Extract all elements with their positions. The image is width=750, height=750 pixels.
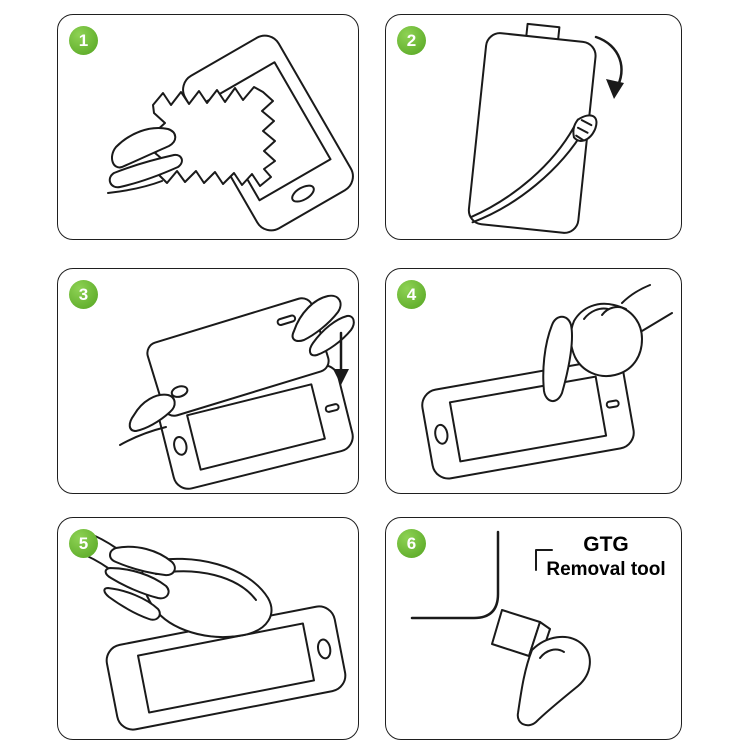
step-1-badge: 1 [69,26,98,55]
step-4-number: 4 [406,285,417,304]
step-6-panel: 6 GTG Removal tool [385,517,682,740]
step-6-number: 6 [406,534,417,553]
step-5-panel: 5 [57,517,359,740]
glass-protector-icon [146,297,330,417]
step-2-panel: 2 [385,14,682,240]
glass-corner-icon [410,530,500,620]
hand-left-icon [119,393,176,446]
step-3-number: 3 [78,285,89,304]
film-icon [141,557,273,638]
hand-icon [542,284,673,402]
removal-tool-label-line1: GTG [583,533,629,556]
step-3-illustration [119,294,355,490]
step-5-badge: 5 [69,529,98,558]
step-2-illustration [467,22,624,234]
step-1-illustration [107,34,354,232]
step-5-illustration [77,531,347,731]
peel-arrow-icon [594,35,624,99]
step-1-number: 1 [78,31,89,50]
protector-sheet-icon [467,22,598,234]
step-3-panel: 3 [57,268,359,494]
step-3-badge: 3 [69,280,98,309]
hand-icon [77,531,176,621]
step-4-badge: 4 [397,280,426,309]
arrow-down-icon [333,331,349,385]
step-5-number: 5 [78,534,89,553]
step-2-number: 2 [406,31,417,50]
index-finger-icon [542,315,573,402]
step-1-panel: 1 [57,14,359,240]
hand-right-icon [291,294,355,357]
removal-tool-label: GTG Removal tool [532,532,680,582]
step-4-illustration [421,284,673,480]
phone-icon [421,358,635,480]
step-4-panel: 4 [385,268,682,494]
thumb-icon [516,635,591,727]
hand-icon [107,127,183,194]
step-2-badge: 2 [397,26,426,55]
label-pointer-icon [535,549,553,571]
step-6-badge: 6 [397,529,426,558]
removal-tool-label-line2: Removal tool [546,559,666,581]
step-6-illustration [410,530,591,727]
